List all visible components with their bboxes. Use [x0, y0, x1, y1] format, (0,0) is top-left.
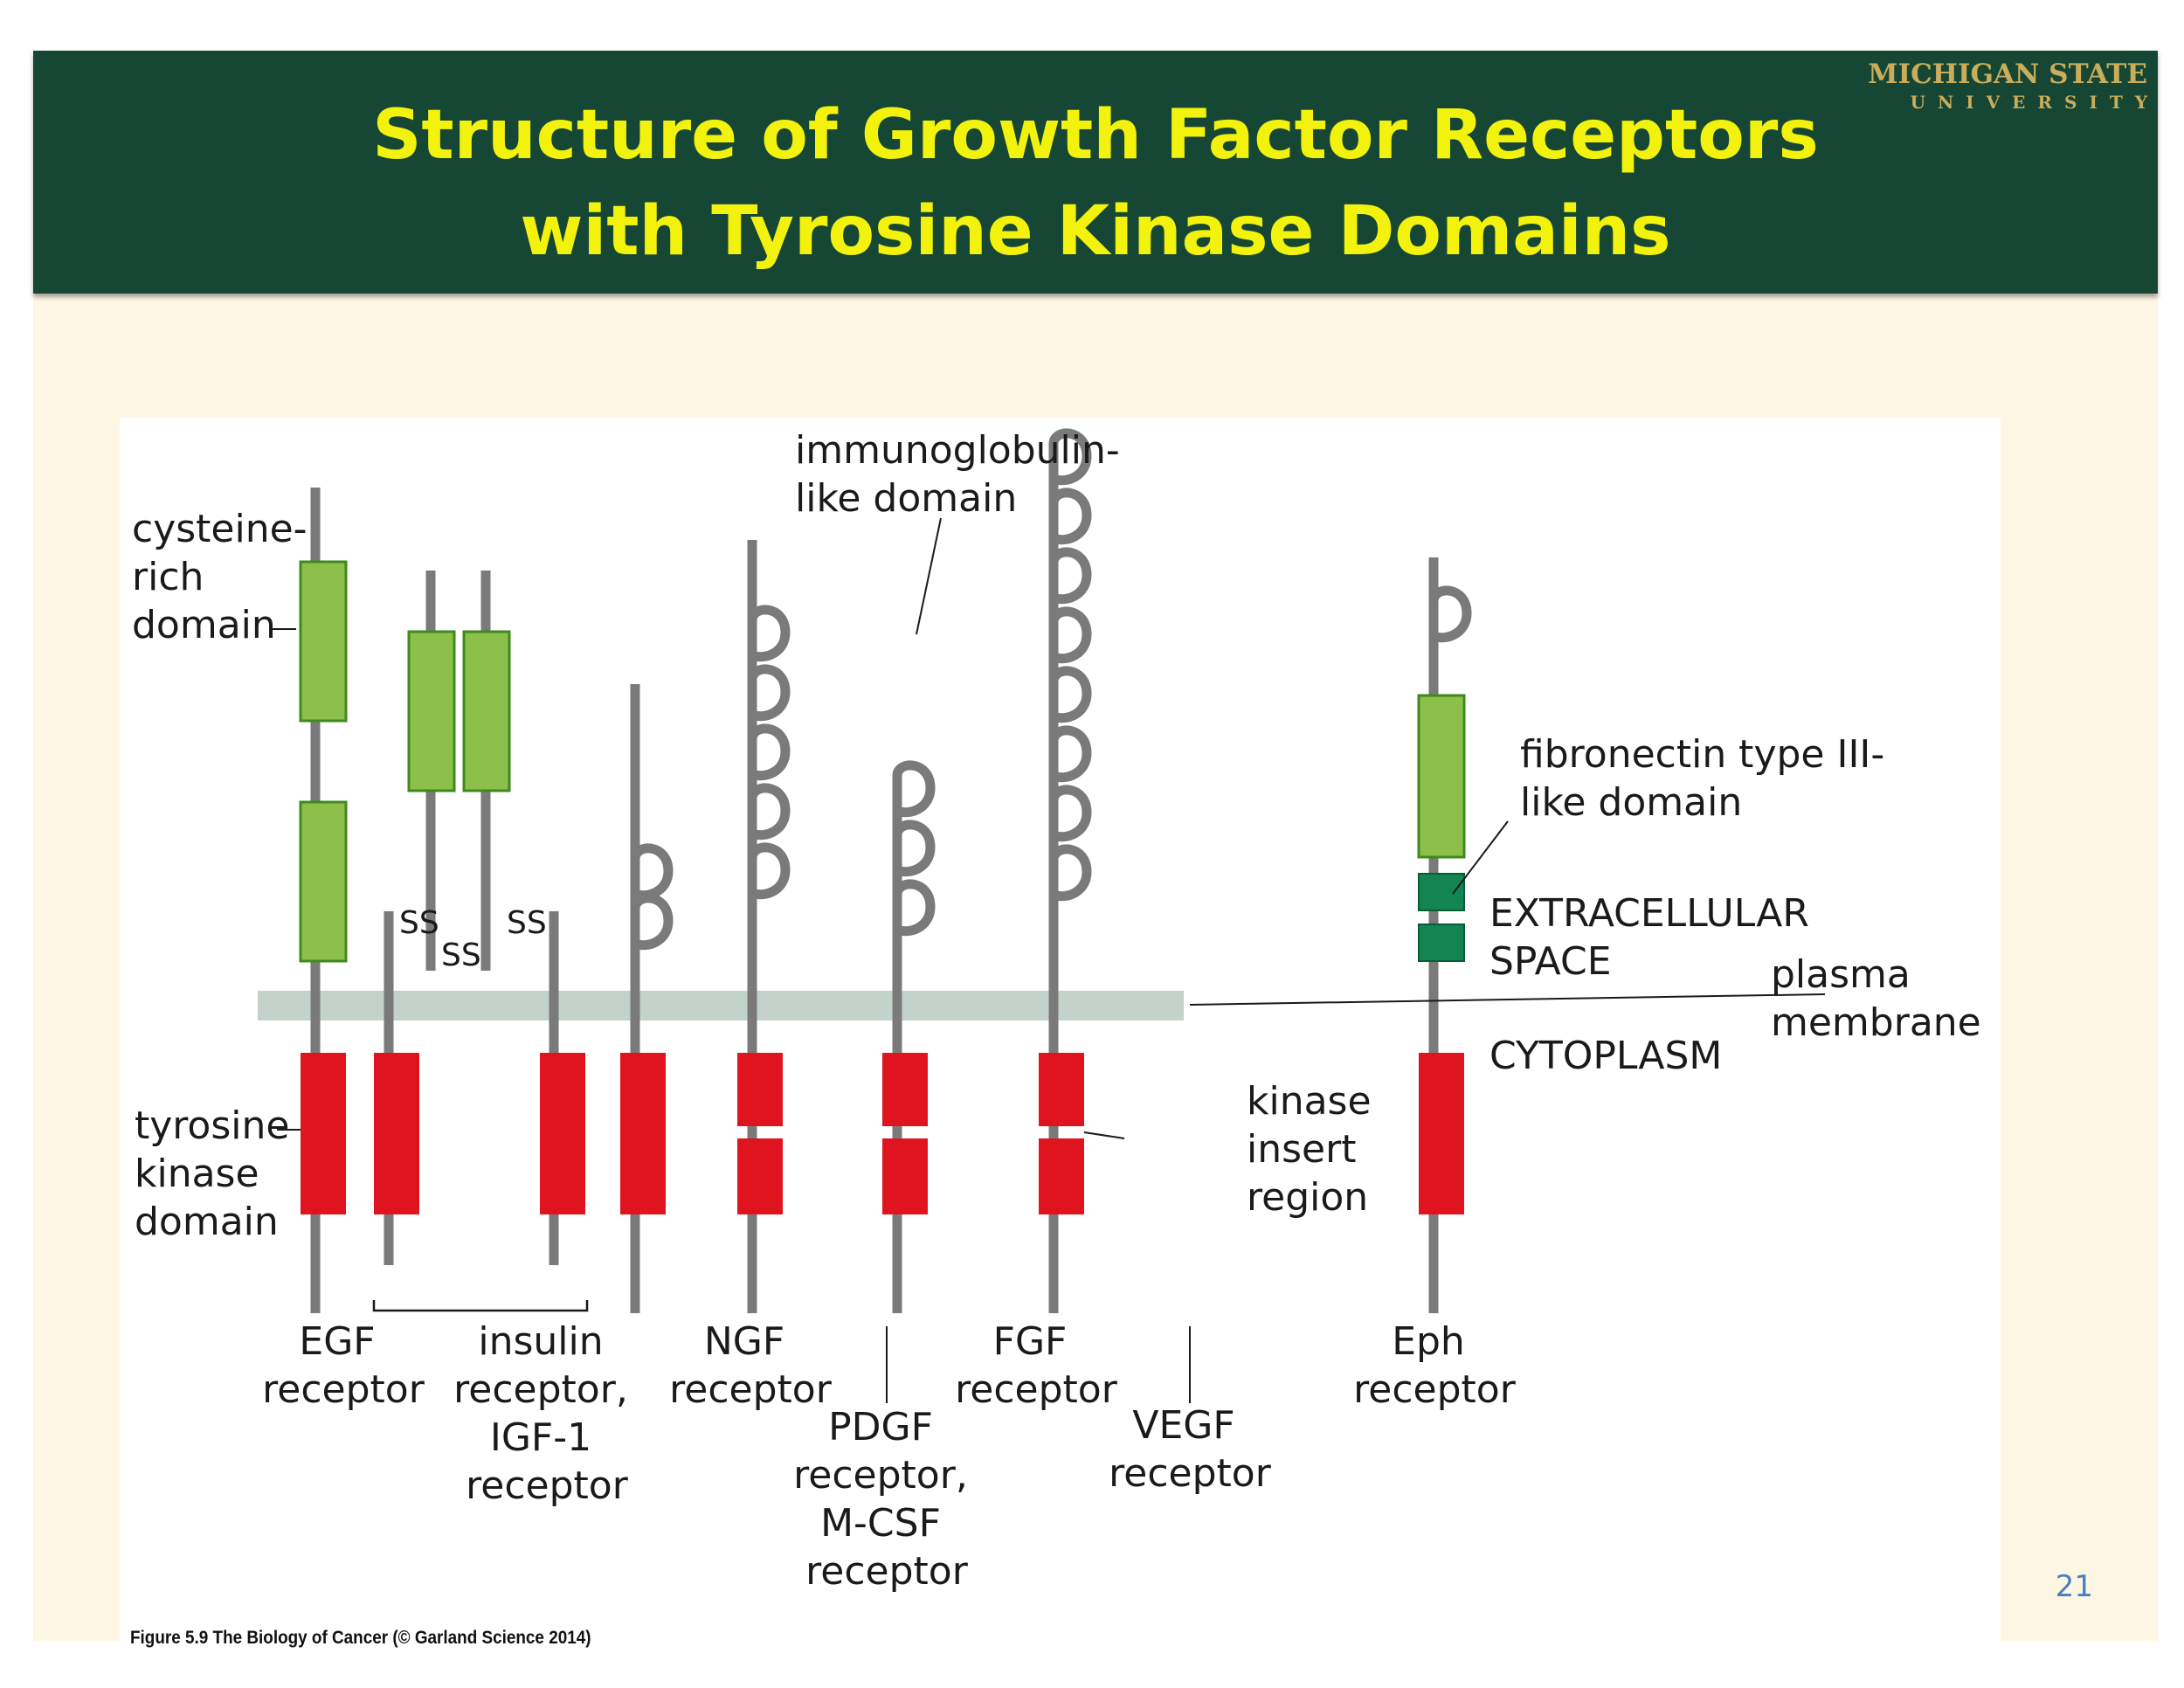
insulin-cysteine-domain-2	[462, 630, 511, 792]
eph-receptor	[1417, 557, 1467, 1313]
plasma-membrane-band	[258, 991, 1184, 1020]
university-logo: MICHIGAN STATE UNIVERSITY	[1868, 58, 2147, 114]
figure-caption: Figure 5.9 The Biology of Cancer (© Garl…	[130, 1628, 591, 1648]
page-number: 21	[2055, 1569, 2093, 1604]
cytoplasm-label: CYTOPLASM	[1489, 1034, 1722, 1078]
fgf-kinase-domain-2	[882, 1138, 928, 1214]
pdgf-receptor	[737, 540, 785, 1313]
vegf-kinase-domain-1	[1039, 1053, 1084, 1126]
pdgf-kinase-domain-2	[737, 1138, 783, 1214]
egf-cysteine-domain-1	[299, 560, 348, 723]
logo-line-2: UNIVERSITY	[1910, 92, 2160, 113]
fgf-receptor	[882, 765, 930, 1313]
eph-receptor-label: Eph receptor	[1353, 1319, 1517, 1412]
pdgf-kinase-domain-1	[737, 1053, 783, 1126]
logo-line-1: MICHIGAN STATE	[1868, 59, 2147, 90]
ngf-receptor-label: NGF receptor	[669, 1319, 833, 1412]
immunoglobulin-label: immunoglobulin- like domain	[795, 428, 1132, 521]
insulin-receptor-label: insulin receptor, IGF-1 receptor	[453, 1319, 640, 1508]
ss-label-1: SS	[399, 905, 439, 941]
extracellular-space-label: EXTRACELLULAR SPACE	[1489, 891, 1821, 984]
ngf-kinase-domain	[620, 1053, 666, 1214]
vegf-receptor	[1039, 433, 1087, 1313]
receptor-figure: SS SS SS	[120, 418, 2001, 1662]
receptor-diagram: SS SS SS	[132, 428, 1981, 1594]
vegf-kinase-domain-2	[1039, 1138, 1084, 1214]
title-line-1: Structure of Growth Factor Receptors	[372, 96, 1819, 175]
plasma-membrane-label: plasma membrane	[1771, 952, 1981, 1045]
vegf-receptor-label: VEGF receptor	[1109, 1403, 1272, 1496]
slide: Structure of Growth Factor Receptors wit…	[33, 51, 2158, 1662]
cysteine-rich-label: cysteine- rich domain	[132, 507, 320, 647]
insulin-receptor: SS SS SS	[372, 571, 589, 1312]
fgf-receptor-label: FGF receptor	[955, 1319, 1118, 1412]
eph-kinase-domain	[1419, 1053, 1464, 1214]
ss-label-3: SS	[507, 905, 547, 941]
ngf-receptor	[620, 684, 668, 1313]
insulin-kinase-domain-2	[540, 1053, 585, 1214]
egf-receptor	[299, 488, 348, 1313]
egf-cysteine-domain-2	[299, 800, 348, 963]
slide-header: Structure of Growth Factor Receptors wit…	[33, 51, 2158, 294]
kinase-insert-label: kinase insert region	[1247, 1079, 1384, 1220]
tyrosine-kinase-label: tyrosine kinase domain	[135, 1103, 301, 1244]
insulin-cysteine-domain-1	[407, 630, 456, 792]
ss-label-2: SS	[441, 937, 481, 973]
egf-receptor-label: EGF receptor	[262, 1319, 425, 1412]
fgf-kinase-domain-1	[882, 1053, 928, 1126]
insulin-kinase-domain-1	[374, 1053, 419, 1214]
leader-lines	[272, 517, 1826, 1403]
title-line-2: with Tyrosine Kinase Domains	[520, 192, 1671, 271]
egf-kinase-domain	[301, 1053, 346, 1214]
pdgf-receptor-label: PDGF receptor, M-CSF receptor	[793, 1405, 980, 1594]
slide-title: Structure of Growth Factor Receptors wit…	[33, 87, 2158, 280]
insulin-bracket	[372, 1300, 589, 1312]
fibronectin-label: fibronectin type III- like domain	[1520, 732, 1897, 825]
eph-fibronectin-domain-1	[1418, 873, 1465, 911]
eph-cysteine-domain	[1417, 694, 1466, 859]
eph-fibronectin-domain-2	[1418, 924, 1465, 962]
